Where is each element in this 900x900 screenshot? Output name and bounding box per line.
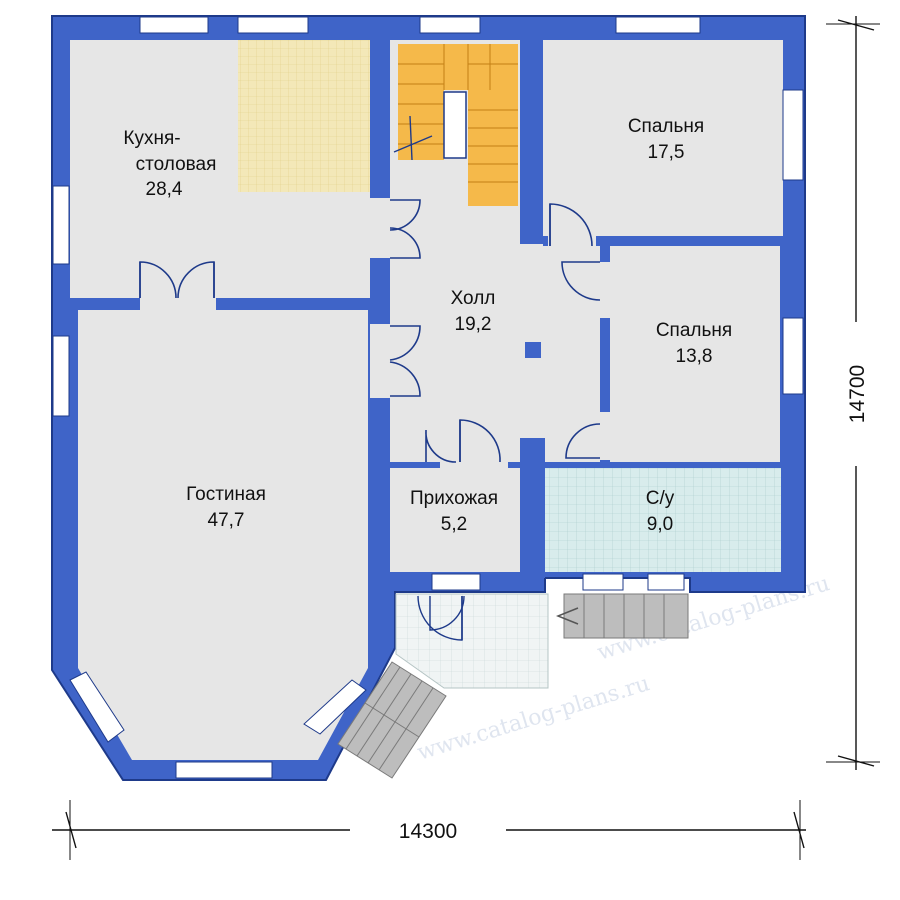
- room-name: Прихожая: [410, 488, 498, 509]
- room-area: 13,8: [676, 346, 713, 367]
- room-label-living: Гостиная 47,7: [186, 484, 266, 531]
- room-label-bedroom-top: Спальня 17,5: [628, 116, 704, 163]
- hall-room: [390, 190, 600, 462]
- room-name-line: Кухня-: [123, 128, 180, 149]
- room-name: Спальня: [628, 116, 704, 137]
- porch-area: [395, 593, 549, 689]
- room-label-bedroom-mid: Спальня 13,8: [656, 320, 732, 367]
- door-leaves: [139, 204, 551, 640]
- dimension-height: 14700: [826, 16, 880, 770]
- room-name: Гостиная: [186, 484, 266, 505]
- room-label-hall: Холл 19,2: [451, 288, 496, 335]
- hall-column: [525, 342, 541, 358]
- porch-steps: [555, 593, 689, 639]
- room-name-line: столовая: [136, 154, 217, 175]
- interior-staircase: [393, 44, 518, 206]
- bedroom-top-room: [543, 40, 783, 236]
- dimension-width-label: 14300: [399, 820, 457, 843]
- room-label-entry: Прихожая 5,2: [410, 488, 498, 535]
- kitchen-tile-area: [238, 40, 370, 192]
- bathroom-room: [545, 468, 781, 572]
- room-area: 5,2: [441, 514, 467, 535]
- room-name: Спальня: [656, 320, 732, 341]
- living-steps: [337, 661, 447, 779]
- bedroom-mid-room: [610, 246, 780, 462]
- room-area: 28,4: [146, 179, 183, 200]
- room-name: Холл: [451, 288, 496, 309]
- door-openings: [140, 198, 610, 468]
- room-area: 17,5: [648, 142, 685, 163]
- living-room: [78, 310, 368, 760]
- window-set: [52, 16, 804, 779]
- room-name: С/у: [646, 488, 675, 509]
- room-area: 9,0: [647, 514, 673, 535]
- room-area: 19,2: [455, 314, 492, 335]
- dimension-height-label: 14700: [846, 365, 869, 423]
- room-area: 47,7: [208, 510, 245, 531]
- room-label-kitchen: Кухня- столовая 28,4: [123, 128, 216, 200]
- dimension-width: 14300: [52, 800, 806, 860]
- entry-room: [390, 468, 520, 572]
- room-label-bathroom: С/у 9,0: [646, 488, 675, 535]
- door-swings: [139, 199, 601, 641]
